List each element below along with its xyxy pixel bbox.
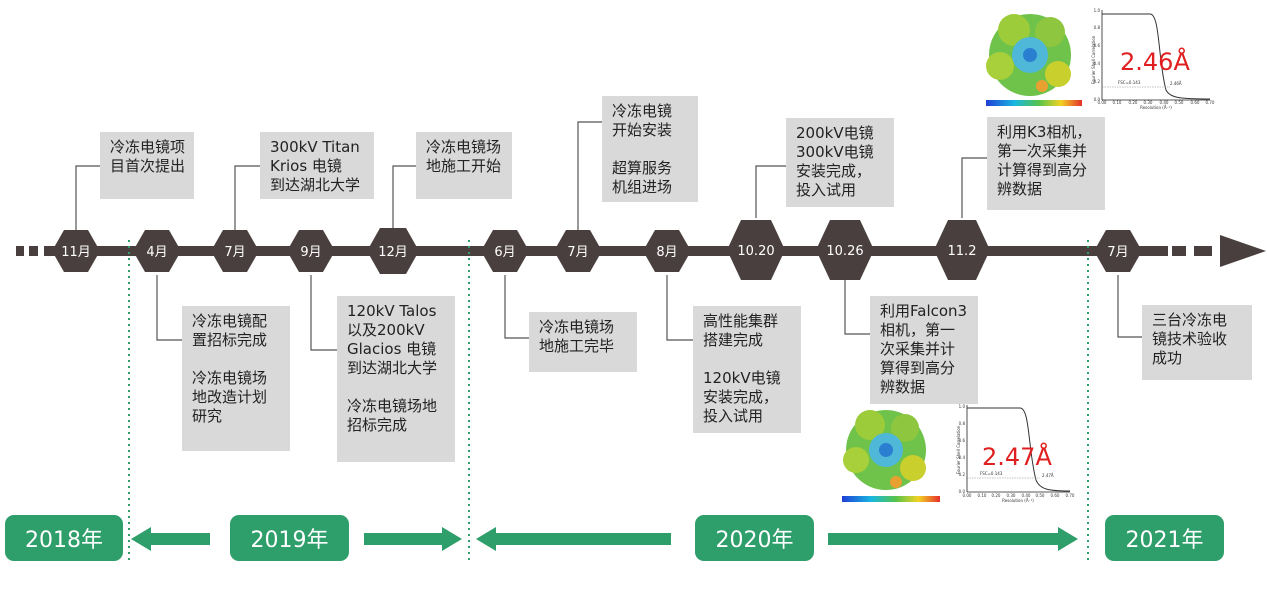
milestone-2020-6: 6月 — [481, 230, 529, 272]
milestone-2020-10-20: 10.20 — [727, 220, 785, 280]
svg-text:0.2: 0.2 — [1094, 79, 1101, 84]
arrow-right-2019 — [364, 527, 462, 551]
milestone-label: 10.26 — [826, 244, 863, 259]
arrow-left-2019 — [131, 527, 210, 551]
resolution-value: 2.47Å — [982, 442, 1052, 471]
svg-text:0.20: 0.20 — [992, 493, 1001, 498]
year-badge-2020: 2020年 — [695, 515, 814, 561]
milestone-2019-9: 9月 — [287, 230, 335, 272]
svg-text:0.4: 0.4 — [1094, 61, 1101, 66]
svg-text:0.6: 0.6 — [1094, 43, 1101, 48]
event-box-2020-8: 高性能集群 搭建完成 120kV电镜 安装完成， 投入试用 — [693, 306, 801, 433]
milestone-label: 11.2 — [948, 244, 977, 259]
svg-text:0.70: 0.70 — [1066, 493, 1075, 498]
svg-text:0.40: 0.40 — [1022, 493, 1031, 498]
x-axis-label: Resolution (Å⁻¹) — [1140, 105, 1172, 110]
x-axis-label: Resolution (Å⁻¹) — [1002, 498, 1034, 503]
milestone-label: 7月 — [224, 245, 245, 260]
arrow-left-2020 — [476, 527, 671, 551]
year-badge-2018: 2018年 — [5, 515, 123, 561]
svg-text:0.0: 0.0 — [959, 489, 966, 494]
year-arrows — [131, 527, 1078, 551]
milestone-2020-10-26: 10.26 — [816, 220, 874, 280]
axis-arrowhead — [1220, 235, 1266, 267]
svg-text:1.0: 1.0 — [1094, 8, 1101, 13]
milestone-label: 4月 — [146, 245, 167, 260]
density-map-icon — [843, 410, 926, 490]
milestone-label: 10.20 — [737, 244, 774, 259]
event-box-2021-7: 三台冷冻电 镜技术验收 成功 — [1142, 305, 1252, 380]
event-box-2020-6: 冷冻电镜场 地施工完毕 — [529, 312, 637, 372]
svg-text:0.20: 0.20 — [1129, 100, 1138, 105]
event-box-2020-10-20: 200kV电镜 300kV电镜 安装完成， 投入试用 — [786, 118, 894, 207]
arrow-right-2020 — [828, 527, 1078, 551]
event-box-2020-10-26: 利用Falcon3 相机，第一 次采集并计 算得到高分 辨数据 — [870, 296, 978, 404]
event-box-2019-4: 冷冻电镜配 置招标完成 冷冻电镜场 地改造计划 研究 — [182, 306, 290, 451]
y-axis-label: Fourier Shell Correlation — [1091, 35, 1096, 84]
cryoem-result-figure-1: FSC=0.143 2.46Å Fourier Shell Correlatio… — [986, 8, 1215, 110]
milestone-label: 12月 — [378, 245, 408, 260]
milestone-label: 11月 — [61, 245, 91, 260]
milestone-label: 7月 — [1107, 245, 1128, 260]
milestone-2019-12: 12月 — [367, 228, 419, 274]
svg-text:0.4: 0.4 — [959, 455, 966, 460]
milestone-label: 6月 — [494, 245, 515, 260]
fsc-resolution-tick: 2.47Å — [1042, 473, 1054, 478]
svg-text:0.8: 0.8 — [1094, 25, 1101, 30]
colorbar — [842, 496, 940, 502]
svg-text:0.70: 0.70 — [1206, 100, 1215, 105]
milestone-2020-11-2: 11.2 — [934, 220, 990, 280]
density-map-icon — [986, 14, 1071, 96]
milestone-2018-11: 11月 — [52, 230, 100, 272]
event-box-2019-9: 120kV Talos 以及200kV Glacios 电镜 到达湖北大学 冷冻… — [337, 296, 455, 462]
milestone-2020-8: 8月 — [643, 230, 691, 272]
milestone-label: 7月 — [567, 245, 588, 260]
event-box-2019-7: 300kV Titan Krios 电镜 到达湖北大学 — [260, 132, 374, 199]
svg-text:0.60: 0.60 — [1191, 100, 1200, 105]
svg-text:0.00: 0.00 — [963, 493, 972, 498]
year-badge-2021: 2021年 — [1105, 515, 1224, 561]
milestone-2019-4: 4月 — [133, 230, 181, 272]
svg-text:0.60: 0.60 — [1051, 493, 1060, 498]
fsc-threshold-label: FSC=0.143 — [980, 471, 1003, 476]
colorbar — [986, 100, 1082, 106]
milestone-label: 9月 — [300, 245, 321, 260]
cryoem-result-figure-2: FSC=0.143 2.47Å Fourier Shell Correlatio… — [842, 404, 1075, 503]
event-box-2018-11: 冷冻电镜项 目首次提出 — [100, 132, 194, 199]
resolution-value: 2.46Å — [1120, 47, 1190, 76]
y-axis-label: Fourier Shell Correlation — [956, 425, 961, 474]
milestone-label: 8月 — [656, 245, 677, 260]
svg-text:0.10: 0.10 — [978, 493, 987, 498]
event-box-2020-11-2: 利用K3相机， 第一次采集并 计算得到高分 辨数据 — [987, 117, 1105, 210]
fsc-resolution-tick: 2.46Å — [1170, 81, 1182, 86]
svg-text:0.2: 0.2 — [959, 472, 966, 477]
milestone-2020-7: 7月 — [554, 230, 602, 272]
milestone-2021-7: 7月 — [1094, 230, 1142, 272]
svg-text:0.30: 0.30 — [1144, 100, 1153, 105]
svg-text:0.6: 0.6 — [959, 438, 966, 443]
svg-text:0.50: 0.50 — [1036, 493, 1045, 498]
fsc-plot: FSC=0.143 2.46Å Fourier Shell Correlatio… — [1091, 8, 1215, 110]
svg-text:0.00: 0.00 — [1098, 100, 1107, 105]
milestone-2019-7: 7月 — [211, 230, 259, 272]
event-box-2019-12: 冷冻电镜场 地施工开始 — [416, 132, 512, 199]
milestone-markers: 11月 4月 7月 9月 12月 6月 7月 8月 — [52, 220, 1142, 280]
svg-text:0.30: 0.30 — [1007, 493, 1016, 498]
svg-text:0.0: 0.0 — [1094, 97, 1101, 102]
fsc-threshold-label: FSC=0.143 — [1118, 80, 1141, 85]
connectors — [75, 121, 1142, 351]
year-badge-2019: 2019年 — [230, 515, 349, 561]
svg-text:0.50: 0.50 — [1175, 100, 1184, 105]
svg-text:0.8: 0.8 — [959, 421, 966, 426]
event-box-2020-7: 冷冻电镜 开始安装 超算服务 机组进场 — [602, 96, 698, 202]
svg-text:0.40: 0.40 — [1160, 100, 1169, 105]
timeline-axis — [16, 235, 1266, 267]
svg-text:1.0: 1.0 — [959, 404, 966, 409]
fsc-plot: FSC=0.143 2.47Å Fourier Shell Correlatio… — [956, 404, 1075, 503]
svg-text:0.10: 0.10 — [1113, 100, 1122, 105]
